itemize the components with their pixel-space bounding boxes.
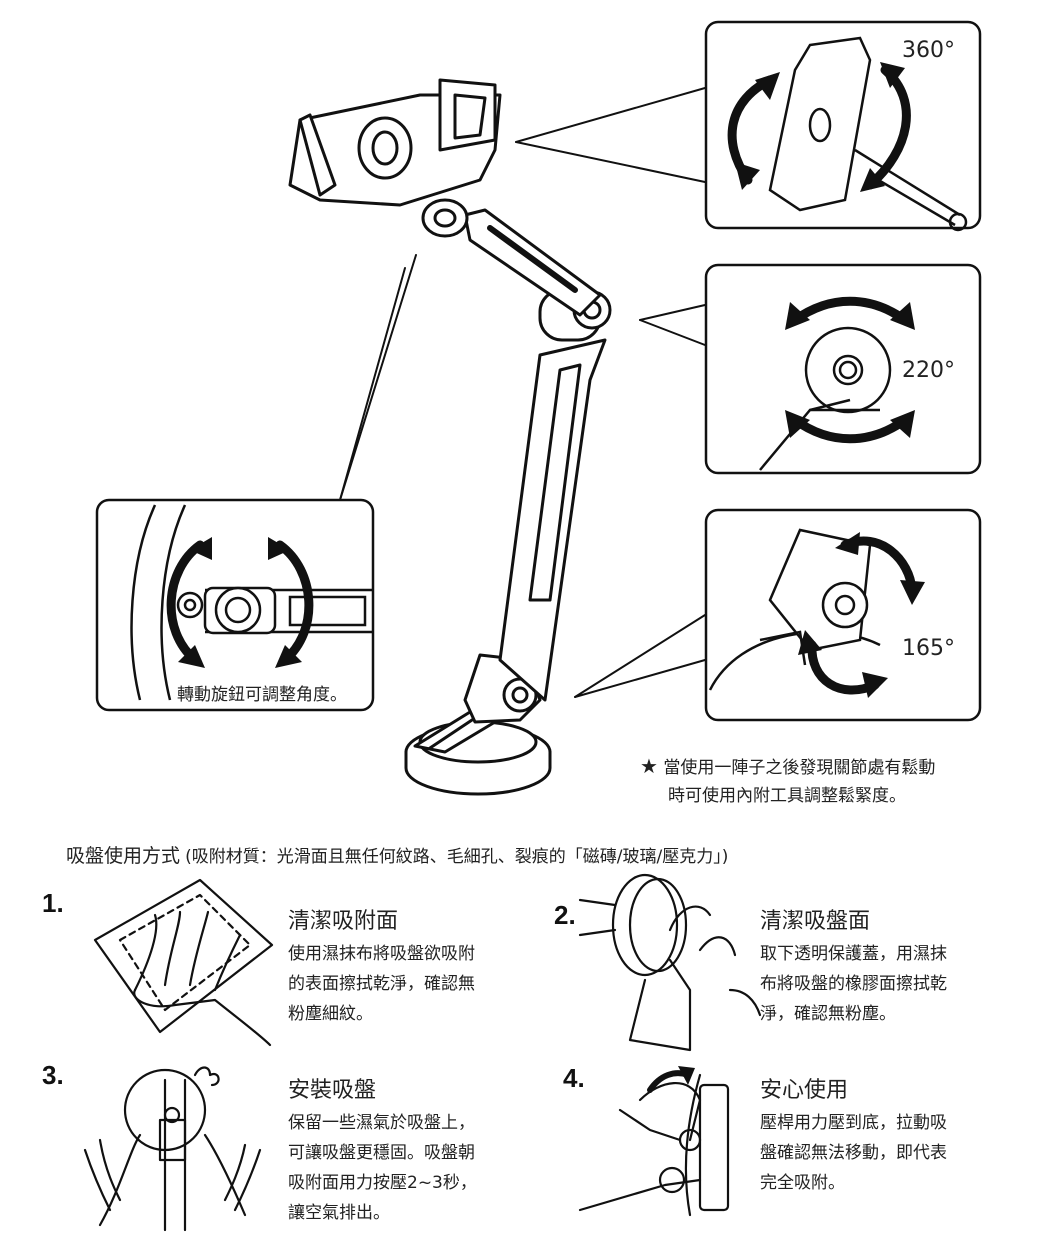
step-4-line: 完全吸附。 [760, 1173, 845, 1193]
knob-adjust-label: 轉動旋鈕可調整角度。 [175, 680, 349, 705]
suction-title: 吸盤使用方式 [66, 845, 181, 867]
rotation-360-label: 360° [902, 38, 955, 63]
step-4-title: 安心使用 [760, 1078, 849, 1103]
callout-box-165 [704, 508, 982, 722]
step-2-line: 取下透明保護蓋，用濕抹 [760, 944, 947, 964]
step-3-title: 安裝吸盤 [288, 1078, 377, 1103]
step-2-title: 清潔吸盤面 [760, 909, 871, 934]
lower-arm [498, 338, 607, 702]
star-icon: ★ [640, 754, 658, 778]
step3-illustration [83, 1066, 262, 1232]
callout-box-knob [95, 498, 375, 712]
step-1-number: 1. [42, 888, 64, 918]
rotate-arrows-220 [790, 296, 910, 444]
step-1-line: 使用濕抹布將吸盤欲吸附 [288, 944, 475, 964]
step-3-line: 吸附面用力按壓2~3秒， [288, 1173, 477, 1193]
step-2-text: 清潔吸盤面 取下透明保護蓋，用濕抹 布將吸盤的橡膠面擦拭乾 淨，確認無粉塵。 [760, 903, 947, 1029]
callout-box-360 [704, 20, 982, 232]
product-illustration [95, 20, 982, 796]
step-3-text: 安裝吸盤 保留一些濕氣於吸盤上， 可讓吸盤更穩固。吸盤朝 吸附面用力按壓2~3秒… [288, 1072, 477, 1228]
step-4-line: 壓桿用力壓到底，拉動吸 [760, 1113, 947, 1133]
step-3-line: 讓空氣排出。 [288, 1203, 390, 1223]
angle-knob [421, 198, 469, 238]
step-2-line: 淨，確認無粉塵。 [760, 1004, 896, 1024]
holder-cradle [288, 78, 502, 207]
step-1-line: 的表面擦拭乾淨，確認無 [288, 974, 475, 994]
step-2-line: 布將吸盤的橡膠面擦拭乾 [760, 974, 947, 994]
step-3-number: 3. [42, 1060, 64, 1090]
suction-subtitle: (吸附材質：光滑面且無任何紋路、毛細孔、裂痕的「磁磚/玻璃/壓克力」) [185, 847, 729, 867]
step-3-line: 可讓吸盤更穩固。吸盤朝 [288, 1143, 475, 1163]
step-3-line: 保留一些濕氣於吸盤上， [288, 1113, 475, 1133]
step-1-text: 清潔吸附面 使用濕抹布將吸盤欲吸附 的表面擦拭乾淨，確認無 粉塵細紋。 [288, 903, 475, 1029]
rotate-arrows-knob [166, 540, 314, 665]
step-2-number: 2. [554, 900, 576, 930]
note-line-2: 時可使用內附工具調整鬆緊度。 [668, 786, 906, 806]
step2-illustration [578, 873, 762, 1052]
step-4-text: 安心使用 壓桿用力壓到底，拉動吸 盤確認無法移動，即代表 完全吸附。 [760, 1072, 947, 1198]
step-1-line: 粉塵細紋。 [288, 1004, 373, 1024]
step-4-line: 盤確認無法移動，即代表 [760, 1143, 947, 1163]
rotation-220-label: 220° [902, 358, 955, 383]
note-line-1: 當使用一陣子之後發現關節處有鬆動 [663, 758, 936, 778]
step4-illustration [578, 1073, 730, 1217]
suction-section-heading: 吸盤使用方式 (吸附材質：光滑面且無任何紋路、毛細孔、裂痕的「磁磚/玻璃/壓克力… [66, 841, 728, 868]
maintenance-note: ★ 當使用一陣子之後發現關節處有鬆動 時可使用內附工具調整鬆緊度。 [640, 752, 935, 810]
rotation-165-label: 165° [902, 636, 955, 661]
step1-illustration [93, 878, 274, 1047]
upper-arm [463, 208, 602, 317]
step-4-number: 4. [563, 1063, 585, 1093]
suction-base [404, 710, 552, 796]
step-1-title: 清潔吸附面 [288, 909, 399, 934]
